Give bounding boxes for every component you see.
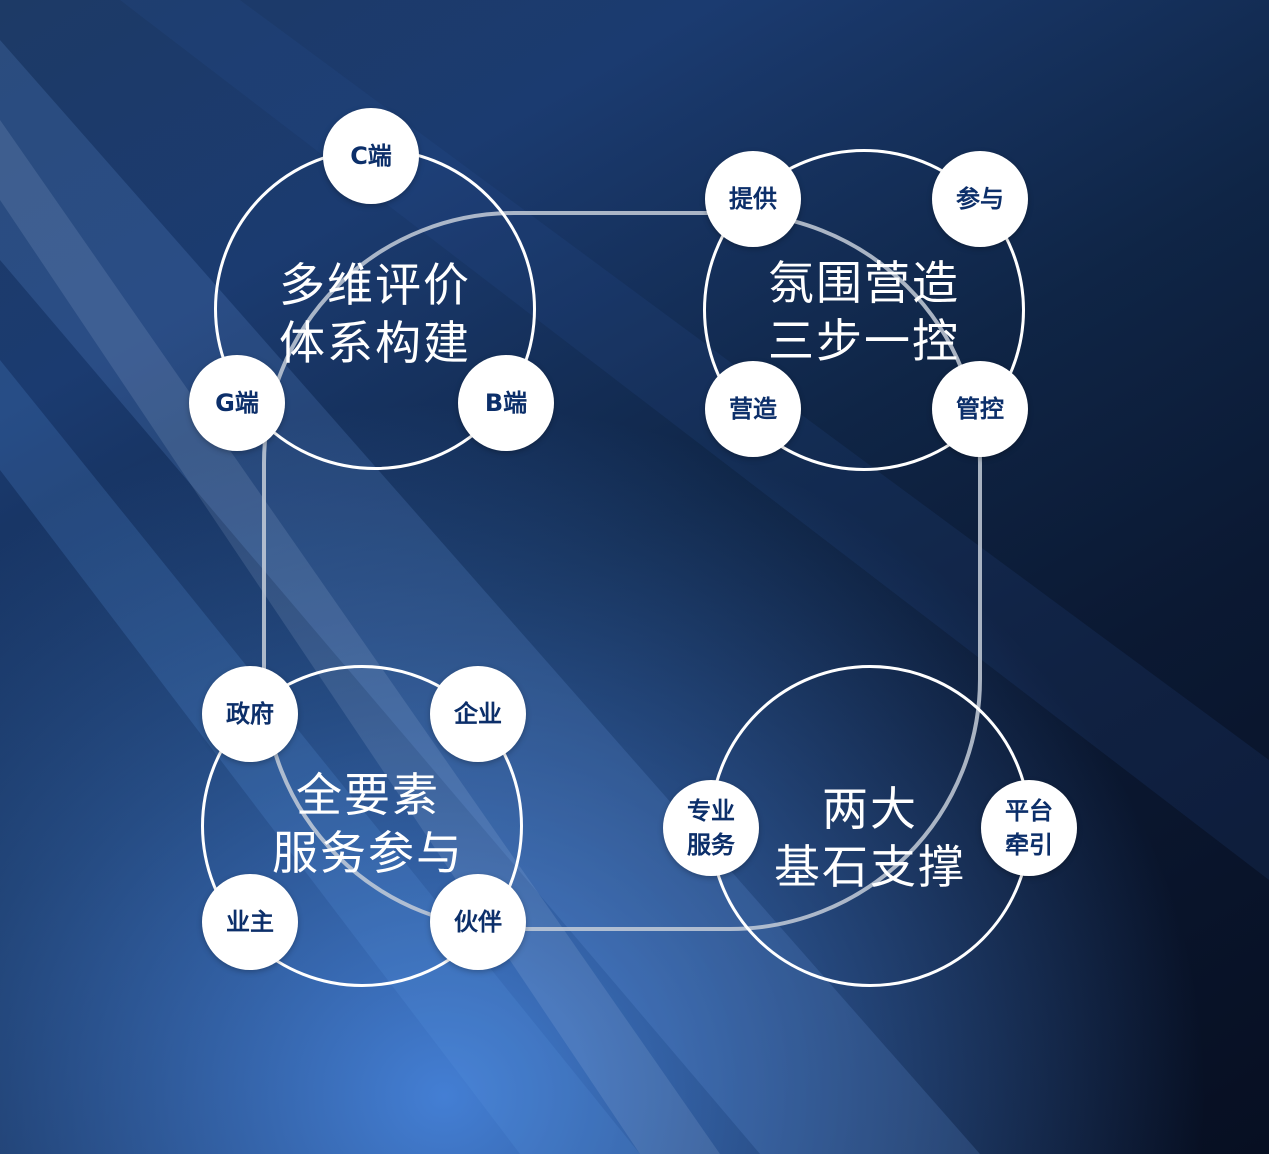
- node-label: 提供: [729, 185, 777, 213]
- node-provide[interactable]: 提供: [705, 151, 801, 247]
- node-label: 伙伴: [454, 908, 502, 936]
- node-label: 企业: [454, 700, 502, 728]
- node-government[interactable]: 政府: [202, 666, 298, 762]
- node-c-end[interactable]: C端: [323, 108, 419, 204]
- atmosphere-title: 氛围营造 三步一控: [768, 254, 960, 370]
- node-platform-traction[interactable]: 平台 牵引: [981, 780, 1077, 876]
- participation-title-line-1: 全要素: [296, 768, 440, 822]
- cornerstones-title-line-1: 两大: [822, 782, 918, 836]
- node-label: 政府: [226, 700, 274, 728]
- evaluation-title: 多维评价 体系构建: [279, 256, 471, 372]
- node-b-end[interactable]: B端: [458, 355, 554, 451]
- node-label: 营造: [729, 395, 777, 423]
- node-label-line-1: 平台: [1005, 797, 1053, 825]
- node-label-line-1: 专业: [687, 797, 735, 825]
- cornerstones-title: 两大 基石支撑: [774, 780, 966, 896]
- evaluation-title-line-2: 体系构建: [279, 316, 471, 370]
- node-label: 管控: [956, 395, 1004, 423]
- atmosphere-title-line-1: 氛围营造: [768, 256, 960, 310]
- node-participate[interactable]: 参与: [932, 151, 1028, 247]
- atmosphere-ring: [703, 149, 1025, 471]
- node-owner[interactable]: 业主: [202, 874, 298, 970]
- node-partner[interactable]: 伙伴: [430, 874, 526, 970]
- cornerstones-title-line-2: 基石支撑: [774, 840, 966, 894]
- node-create[interactable]: 营造: [705, 361, 801, 457]
- participation-ring: [201, 665, 523, 987]
- participation-title-line-2: 服务参与: [272, 826, 464, 880]
- node-label: 参与: [956, 185, 1004, 213]
- node-label: 业主: [226, 908, 274, 936]
- node-label-line-2: 服务: [687, 831, 735, 859]
- node-control[interactable]: 管控: [932, 361, 1028, 457]
- node-label: C端: [350, 142, 392, 170]
- participation-title: 全要素 服务参与: [272, 766, 464, 882]
- atmosphere-title-line-2: 三步一控: [768, 314, 960, 368]
- node-g-end[interactable]: G端: [189, 355, 285, 451]
- node-label: B端: [484, 389, 528, 417]
- node-label: G端: [215, 389, 259, 417]
- evaluation-title-line-1: 多维评价: [279, 258, 471, 312]
- node-enterprise[interactable]: 企业: [430, 666, 526, 762]
- node-label-line-2: 牵引: [1005, 831, 1053, 859]
- node-professional-service[interactable]: 专业 服务: [663, 780, 759, 876]
